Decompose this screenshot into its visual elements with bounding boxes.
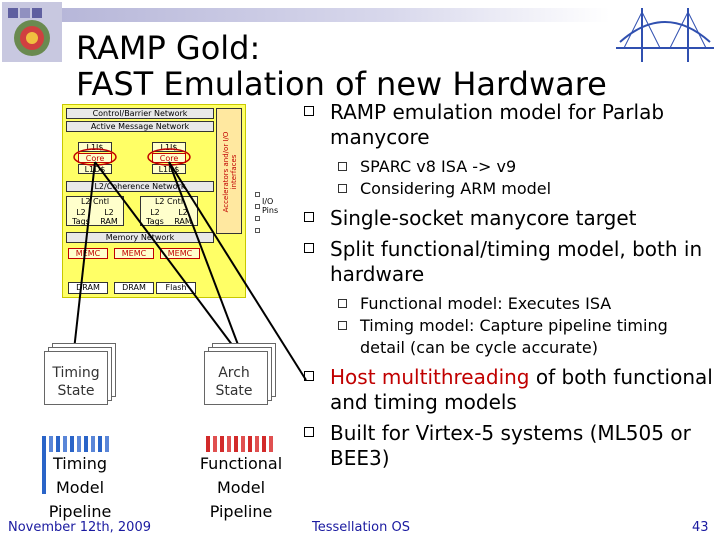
l1i-cache-1: L1I$ — [78, 142, 112, 152]
l2-tags-2: L2 Tags — [146, 208, 164, 226]
bullet-4: Host multithreading of both functional a… — [302, 365, 714, 415]
memc-3: MEMC — [160, 248, 200, 259]
title-line-2: FAST Emulation of new Hardware — [76, 65, 607, 103]
bullet-square-icon — [304, 371, 314, 381]
l2-cntl-2: L2 Cntl — [154, 197, 184, 206]
arch-state-card — [204, 351, 268, 405]
bullet-text: Single-socket manycore target — [330, 206, 637, 230]
io-pin — [255, 216, 260, 221]
bullet-highlight: Host multithreading — [330, 365, 530, 389]
sub-bullet-text: Considering ARM model — [360, 179, 552, 198]
memory-network: Memory Network — [66, 232, 214, 243]
timing-state-label: Timing State — [52, 365, 100, 399]
sub-bullet-3-2: Timing model: Capture pipeline timing de… — [302, 315, 714, 359]
bullet-text: of both functional and timing models — [330, 365, 713, 414]
sub-bullet-text: SPARC v8 ISA -> v9 — [360, 157, 517, 176]
bullet-square-icon — [304, 106, 314, 116]
sub-bullet-square-icon — [338, 162, 347, 171]
l1i-cache-2: L1I$ — [152, 142, 186, 152]
io-pin — [255, 192, 260, 197]
memc-1: MEMC — [68, 248, 108, 259]
timing-model-pipeline-label: Timing Model Pipeline — [48, 452, 112, 524]
bullet-square-icon — [304, 212, 314, 222]
active-message-network: Active Message Network — [66, 121, 214, 132]
l2-ram-1: L2 RAM — [100, 208, 118, 226]
l2-block-1: L2 Cntl L2 Tags L2 RAM — [66, 196, 124, 226]
bullet-text: Built for Virtex-5 systems (ML505 or BEE… — [330, 421, 691, 470]
bullet-5: Built for Virtex-5 systems (ML505 or BEE… — [302, 421, 714, 471]
sub-bullet-square-icon — [338, 321, 347, 330]
bullet-square-icon — [304, 427, 314, 437]
sub-bullet-1-2: Considering ARM model — [302, 178, 714, 200]
footer-title: Tessellation OS — [312, 520, 410, 535]
memc-2: MEMC — [114, 248, 154, 259]
sub-bullet-1-1: SPARC v8 ISA -> v9 — [302, 156, 714, 178]
io-pin — [255, 204, 260, 209]
title-line-1: RAMP Gold: — [76, 29, 261, 67]
footer-date: November 12th, 2009 — [8, 520, 151, 535]
timing-state-card — [44, 351, 108, 405]
sub-bullet-square-icon — [338, 184, 347, 193]
ramp-logo-icon — [2, 2, 62, 62]
functional-model-pipeline-label: Functional Model Pipeline — [196, 452, 286, 524]
arch-state-label: Arch State — [215, 365, 253, 399]
l2-cntl-1: L2 Cntl — [80, 197, 110, 206]
dram-1: DRAM — [68, 282, 108, 294]
sub-bullet-3-1: Functional model: Executes ISA — [302, 293, 714, 315]
slide-title: RAMP Gold: FAST Emulation of new Hardwar… — [76, 30, 607, 102]
bullet-list: RAMP emulation model for Parlab manycore… — [302, 100, 714, 477]
bullet-3: Split functional/timing model, both in h… — [302, 237, 714, 287]
page-number: 43 — [692, 520, 709, 535]
bullet-square-icon — [304, 243, 314, 253]
l2-tags-1: L2 Tags — [72, 208, 90, 226]
bullet-text: RAMP emulation model for Parlab manycore — [330, 100, 665, 149]
l2-coherence-network: L2/Coherence Network — [66, 181, 214, 192]
dram-2: DRAM — [114, 282, 154, 294]
sub-bullet-text: Functional model: Executes ISA — [360, 294, 612, 313]
bridge-logo-icon — [616, 8, 714, 62]
bullet-1: RAMP emulation model for Parlab manycore — [302, 100, 714, 150]
l2-block-2: L2 Cntl L2 Tags L2 RAM — [140, 196, 198, 226]
l2-ram-2: L2 RAM — [174, 208, 192, 226]
bullet-text: Split functional/timing model, both in h… — [330, 237, 703, 286]
sub-bullet-text: Timing model: Capture pipeline timing de… — [360, 316, 668, 357]
control-barrier-network: Control/Barrier Network — [66, 108, 214, 119]
bullet-2: Single-socket manycore target — [302, 206, 714, 231]
sub-bullet-square-icon — [338, 299, 347, 308]
title-bar — [62, 8, 610, 22]
accelerators-io-interfaces: Accelerators and/or I/O interfaces — [216, 108, 242, 234]
io-pin — [255, 228, 260, 233]
io-pins-label: I/O Pins — [262, 197, 279, 215]
